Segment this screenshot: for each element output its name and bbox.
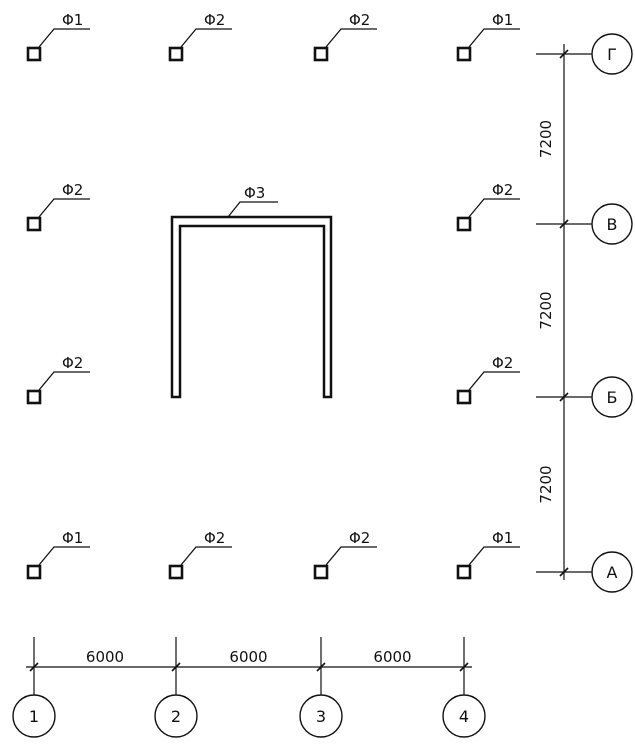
column-mark-label: Φ1 <box>62 529 83 547</box>
column-mark-label: Φ2 <box>492 354 513 372</box>
column: Φ2 <box>313 529 377 580</box>
grid-axis-markers: Г В Б А 1 2 3 4 <box>12 33 633 738</box>
axis-marker-number: 2 <box>154 688 198 738</box>
column: Φ2 <box>168 11 232 62</box>
axis-letter-label: А <box>607 563 618 582</box>
axis-letter-label: Г <box>607 45 617 64</box>
column: Φ2 <box>26 354 90 405</box>
column: Φ2 <box>456 354 520 405</box>
dimension-value-x: 6000 <box>229 648 267 666</box>
dimension-value-y: 7200 <box>537 120 555 158</box>
axis-number-label: 1 <box>29 707 39 726</box>
column: Φ1 <box>456 11 520 62</box>
column-mark-label: Φ2 <box>204 529 225 547</box>
column: Φ2 <box>168 529 232 580</box>
axis-number-label: 3 <box>316 707 326 726</box>
column-mark-label: Φ1 <box>492 529 513 547</box>
column-mark-label: Φ2 <box>492 181 513 199</box>
axis-marker-number: 1 <box>12 688 56 738</box>
column: Φ2 <box>26 181 90 232</box>
axis-marker-letter: В <box>591 203 633 245</box>
horizontal-dimension-chain: 6000 6000 6000 <box>26 637 472 688</box>
axis-marker-letter: Г <box>591 33 633 75</box>
axis-marker-number: 4 <box>442 688 486 738</box>
column-mark-label: Φ2 <box>62 181 83 199</box>
dimension-value-y: 7200 <box>537 291 555 329</box>
column: Φ2 <box>456 181 520 232</box>
dimension-value-y: 7200 <box>537 465 555 503</box>
column: Φ2 <box>313 11 377 62</box>
axis-marker-letter: Б <box>591 376 633 418</box>
dimension-value-x: 6000 <box>373 648 411 666</box>
axis-number-label: 4 <box>459 707 469 726</box>
column-mark-label: Φ2 <box>349 529 370 547</box>
axis-marker-letter: А <box>591 551 633 593</box>
axis-letter-label: Б <box>607 388 618 407</box>
column-mark-label: Φ2 <box>204 11 225 29</box>
column: Φ1 <box>456 529 520 580</box>
frame-mark-label: Φ3 <box>244 184 265 202</box>
column-mark-label: Φ2 <box>62 354 83 372</box>
vertical-dimension-chain: 7200 7200 7200 <box>536 44 592 580</box>
frame-f3: Φ3 <box>170 184 333 399</box>
axis-letter-label: В <box>607 215 618 234</box>
column-mark-label: Φ2 <box>349 11 370 29</box>
column: Φ1 <box>26 11 90 62</box>
axis-number-label: 2 <box>171 707 181 726</box>
column: Φ1 <box>26 529 90 580</box>
column-mark-label: Φ1 <box>492 11 513 29</box>
dimension-value-x: 6000 <box>86 648 124 666</box>
column-mark-label: Φ1 <box>62 11 83 29</box>
axis-marker-number: 3 <box>299 688 343 738</box>
